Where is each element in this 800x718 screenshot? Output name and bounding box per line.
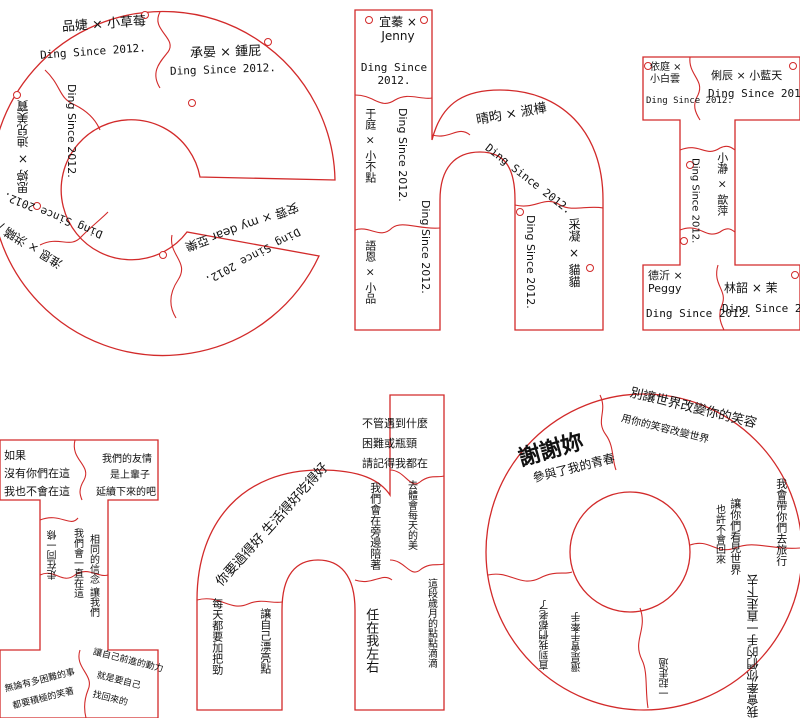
message-line: 不管遇到什麼 bbox=[362, 417, 428, 430]
piece-i1-names: 依庭 × 小白雲 bbox=[650, 62, 682, 85]
letter-n-outline bbox=[196, 394, 445, 711]
letter-c-hole bbox=[33, 202, 41, 210]
letter-o-seam bbox=[487, 571, 573, 582]
letter-o-seam bbox=[689, 542, 800, 551]
piece-h1-names: 宜蓁 × Jenny bbox=[379, 15, 417, 43]
piece-c3-since: Ding Since 2012. bbox=[64, 84, 78, 178]
letter-i-seam bbox=[679, 227, 736, 235]
letter-c-hole bbox=[264, 38, 272, 46]
letter-i-hole bbox=[644, 62, 652, 70]
message-line: 任在我左右 bbox=[363, 608, 379, 673]
letter-h-outline bbox=[354, 9, 604, 331]
piece-i2-since: Ding Since 2012. bbox=[708, 87, 800, 100]
message-line: 我們的友情 bbox=[102, 454, 152, 465]
letter-c-seam bbox=[39, 211, 109, 246]
letter-i-seam bbox=[716, 264, 725, 331]
letter-n-seam bbox=[389, 469, 445, 485]
letter-h-hole bbox=[586, 264, 594, 272]
message-line: 還是會手牽手 bbox=[572, 612, 583, 672]
letter-h-hole bbox=[516, 208, 524, 216]
letter-c-seam bbox=[170, 234, 183, 319]
letter-o-seam bbox=[638, 607, 649, 709]
message-line: 是上輩子 bbox=[110, 470, 150, 481]
piece-i2-names: 俐辰 × 小藍天 bbox=[711, 69, 783, 82]
letter-c-hole bbox=[13, 91, 21, 99]
letter-n-seam bbox=[354, 576, 393, 582]
letter-h-hole bbox=[365, 16, 373, 24]
piece-i1-since: Ding Since 2012. bbox=[646, 96, 733, 106]
piece-h2-names: 于庭 × 小不點 bbox=[363, 108, 377, 183]
letter-c-seam bbox=[44, 69, 101, 131]
letter-I-seam bbox=[73, 439, 87, 501]
letter-c-outline bbox=[0, 10, 336, 357]
message-line: 讓自己漂亮點 bbox=[258, 608, 272, 674]
message-line: 我會牽你們的手一直走下去 bbox=[746, 574, 760, 718]
message-line: 我們會一直在這 bbox=[71, 528, 83, 598]
piece-i3-names: 小瀞 × 歆萍 bbox=[715, 152, 729, 216]
letter-o-outline bbox=[485, 393, 800, 711]
message-line: 我也不會在這 bbox=[4, 485, 70, 498]
message-line: 走在同一條 bbox=[48, 530, 59, 580]
piece-h4-since: Ding Since 2012. bbox=[418, 200, 432, 294]
letter-n-seam bbox=[389, 559, 445, 573]
letter-n-seam bbox=[196, 598, 283, 607]
message-line: 這段歲月的點點滴滴 bbox=[425, 578, 437, 668]
piece-i3-since: Ding Since 2012. bbox=[689, 158, 701, 244]
letter-i-seam bbox=[689, 56, 701, 121]
piece-i4-since: Ding Since 2012. bbox=[646, 307, 752, 320]
message-line: 困難或瓶頸 bbox=[362, 437, 417, 450]
message-line: 一起走過 bbox=[660, 658, 671, 698]
letter-h-seam bbox=[354, 224, 441, 234]
message-line: 相同的信念 讓我們 bbox=[87, 534, 99, 618]
message-line: 請記得我都在 bbox=[362, 457, 428, 470]
message-line: 如果 bbox=[4, 449, 26, 462]
message-line: 讓你們看見世界 bbox=[728, 498, 742, 575]
letter-h-hole bbox=[420, 16, 428, 24]
letter-I-seam bbox=[39, 517, 79, 522]
piece-c2-names: 承晏 × 鍾屁 bbox=[189, 43, 262, 62]
letter-c-hole bbox=[188, 99, 196, 107]
letter-I-seam bbox=[78, 649, 90, 718]
message-line: 也許不會回來 bbox=[713, 504, 725, 564]
message-line: 延續下來的吧 bbox=[96, 487, 156, 498]
message-line: 去體會每天的美 bbox=[405, 480, 417, 550]
message-line: 我們會在旁邊陪著 bbox=[368, 482, 382, 570]
piece-h5-names: 采凝 × 貓貓 bbox=[567, 218, 581, 288]
piece-i5-names: 林韶 × 茉 bbox=[724, 281, 778, 295]
message-line: 沒有你們在這 bbox=[4, 467, 70, 480]
letter-h-seam bbox=[354, 94, 433, 104]
message-line: 每天都要加把勁 bbox=[210, 598, 224, 675]
letter-i-hole bbox=[791, 271, 799, 279]
message-line: 直到我們都老了 bbox=[540, 600, 551, 670]
letter-h-seam bbox=[514, 200, 604, 209]
letter-I-outline bbox=[0, 439, 159, 718]
letter-c-hole bbox=[159, 251, 167, 259]
letter-i-outline bbox=[642, 56, 800, 331]
piece-h5-since: Ding Since 2012. bbox=[523, 215, 537, 309]
letter-h-seam bbox=[431, 130, 471, 137]
letter-o-seam bbox=[599, 394, 617, 471]
piece-c3-names: 思婷 × 迪兒美寶 bbox=[16, 100, 30, 194]
letter-c-seam bbox=[155, 11, 171, 89]
letter-i-hole bbox=[686, 161, 694, 169]
letter-i-hole bbox=[789, 62, 797, 70]
message-line: 我會帶你們去旅行 bbox=[774, 478, 788, 566]
piece-h2-since: Ding Since 2012. bbox=[395, 108, 409, 202]
letter-i-hole bbox=[680, 237, 688, 245]
piece-h1-since: Ding Since 2012. bbox=[360, 61, 428, 87]
letter-I-seam bbox=[39, 571, 109, 579]
piece-i5-since: Ding Since 2012. bbox=[722, 302, 800, 315]
letter-i-seam bbox=[679, 145, 736, 152]
letter-c-hole bbox=[141, 11, 149, 19]
piece-h4-names: 語恩 × 小品 bbox=[363, 240, 377, 304]
piece-i4-names: 德沂 × Peggy bbox=[648, 269, 683, 295]
